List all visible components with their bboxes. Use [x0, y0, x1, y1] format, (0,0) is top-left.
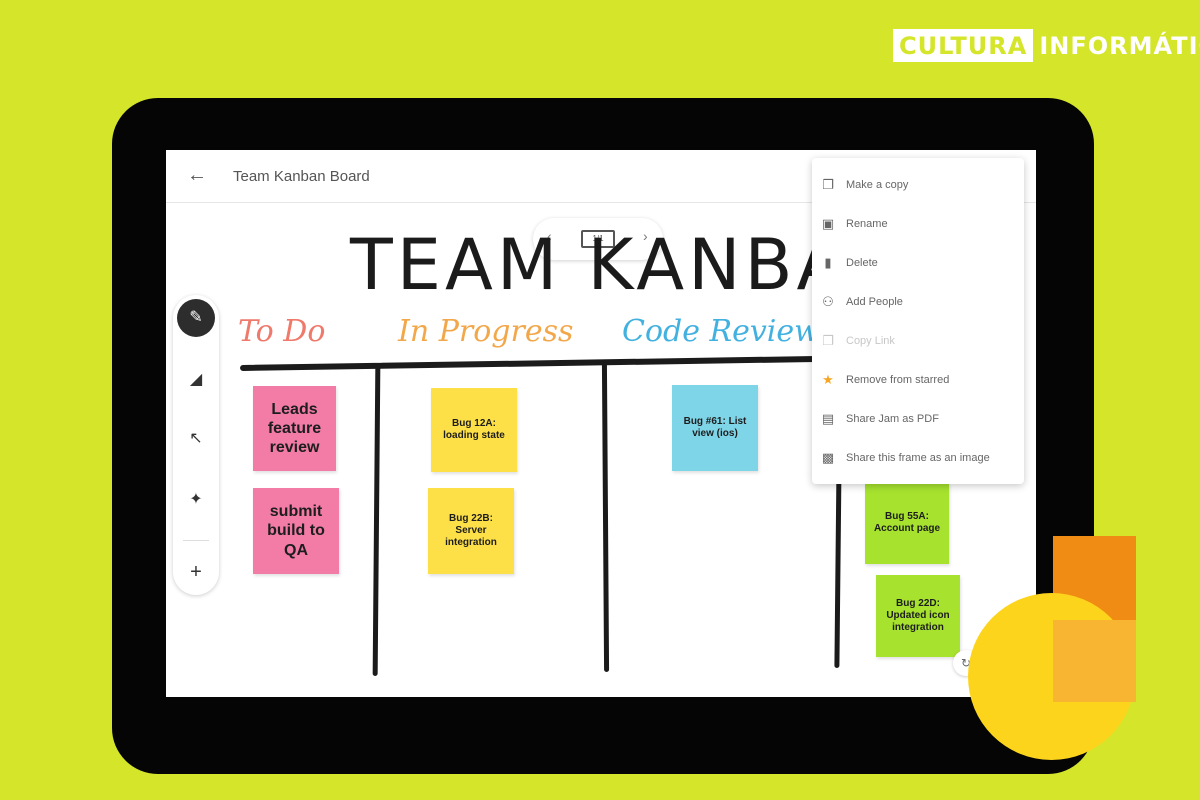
link-icon: ❐ [822, 333, 834, 348]
chevron-right-icon[interactable]: › [643, 228, 648, 244]
jamboard-logo [968, 536, 1138, 760]
star-icon: ★ [822, 372, 834, 387]
sticky-note[interactable]: Bug 55A: Account page [865, 482, 949, 564]
menu-item-delete[interactable]: ▮ Delete [812, 244, 1024, 282]
menu-item-label: Remove from starred [846, 374, 950, 386]
menu-item-label: Delete [846, 257, 878, 269]
add-person-icon: ⚇ [822, 294, 834, 309]
pen-icon[interactable]: ✎ [177, 299, 215, 337]
rename-icon: ▣ [821, 216, 835, 231]
brand-logo: CULTURA INFORMÁTICA [893, 29, 1200, 62]
sticky-note[interactable]: Bug #61: List view (ios) [672, 385, 758, 471]
sticky-note[interactable]: Bug 12A: loading state [431, 388, 517, 472]
plus-icon[interactable]: + [190, 561, 202, 583]
board-title[interactable]: Team Kanban Board [233, 168, 370, 185]
eraser-icon[interactable]: ◢ [189, 371, 203, 388]
board-heading: TEAM KANBAN [350, 224, 905, 306]
column-title-code-review: Code Review [622, 314, 820, 349]
menu-item-label: Make a copy [846, 179, 909, 191]
cursor-icon[interactable]: ↖ [189, 430, 203, 447]
menu-item-add-people[interactable]: ⚇ Add People [812, 283, 1024, 321]
menu-item-label: Share this frame as an image [846, 452, 990, 464]
frame-counter: 1/1 [592, 234, 604, 243]
menu-item-remove-starred[interactable]: ★ Remove from starred [812, 361, 1024, 399]
menu-item-label: Share Jam as PDF [846, 413, 939, 425]
sticky-note[interactable]: Bug 22D: Updated icon integration [876, 575, 960, 657]
menu-item-share-image[interactable]: ▩ Share this frame as an image [812, 439, 1024, 477]
column-title-in-progress: In Progress [398, 314, 574, 349]
menu-item-make-copy[interactable]: ❐ Make a copy [812, 166, 1024, 204]
column-divider [372, 363, 381, 677]
menu-item-label: Add People [846, 296, 903, 308]
laser-icon[interactable]: ✦ [189, 491, 203, 508]
arrow-left-icon[interactable]: ← [187, 164, 207, 186]
menu-item-label: Rename [846, 218, 888, 230]
board-header-line [239, 354, 881, 372]
menu-item-rename[interactable]: ▣ Rename [812, 205, 1024, 243]
tool-palette: ✎ ◢ ↖ ✦ + [173, 295, 219, 595]
column-divider [601, 361, 610, 673]
pdf-icon: ▤ [821, 411, 835, 426]
menu-item-copy-link: ❐ Copy Link [812, 322, 1024, 360]
column-title-todo: To Do [238, 314, 326, 349]
sticky-note[interactable]: Leads feature review [253, 386, 336, 471]
frame-navigator: ‹ 1/1 › [533, 218, 663, 260]
brand-part-2: INFORMÁTICA [1039, 32, 1200, 60]
sticky-note[interactable]: Bug 22B: Server integration [428, 488, 514, 574]
chevron-left-icon[interactable]: ‹ [547, 228, 552, 244]
trash-icon: ▮ [824, 255, 832, 270]
menu-item-label: Copy Link [846, 335, 895, 347]
menu-item-share-pdf[interactable]: ▤ Share Jam as PDF [812, 400, 1024, 438]
app-screen: ← Team Kanban Board ‹ 1/1 › TEAM KANBAN … [166, 150, 1036, 697]
copy-icon: ❐ [822, 177, 834, 192]
sticky-note[interactable]: submit build to QA [253, 488, 339, 574]
overflow-menu: ❐ Make a copy ▣ Rename ▮ Delete ⚇ Add Pe… [812, 158, 1024, 484]
brand-part-1: CULTURA [893, 29, 1034, 62]
image-icon: ▩ [821, 450, 835, 465]
frame-bar-button[interactable]: 1/1 [581, 230, 615, 248]
top-bar: ← Team Kanban Board [166, 150, 1036, 203]
toolbar-divider [183, 540, 209, 541]
logo-overlap-square [1053, 620, 1136, 702]
